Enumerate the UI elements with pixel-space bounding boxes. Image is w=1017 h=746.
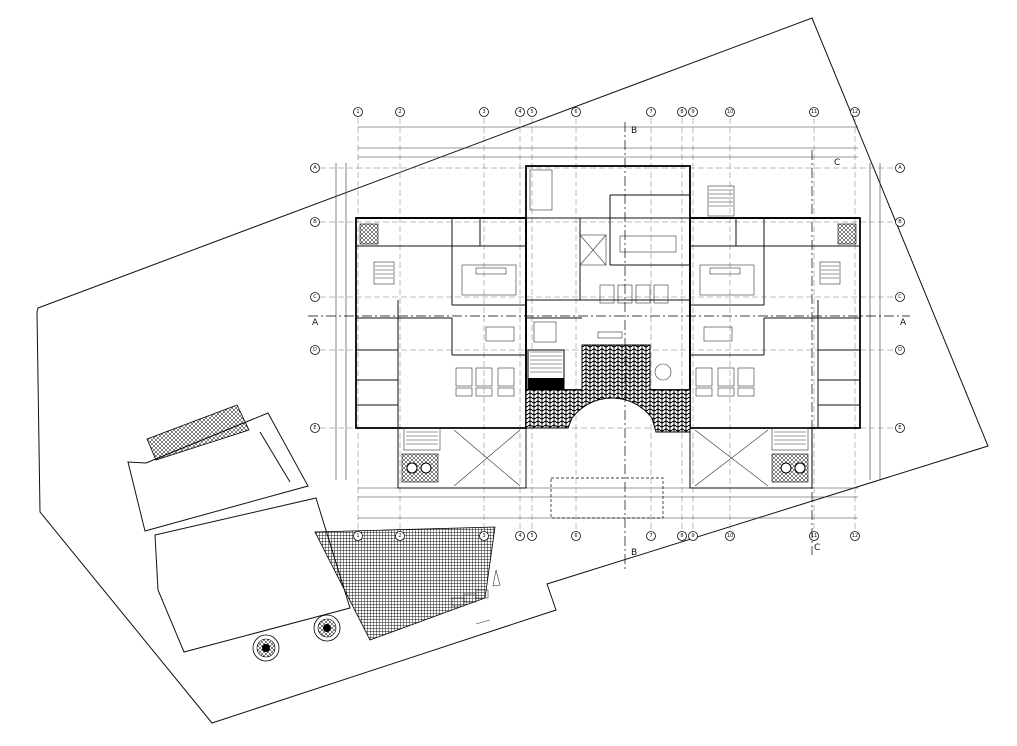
workstations-center xyxy=(597,284,672,381)
grid-row-right-label: D xyxy=(898,347,902,353)
grid-column-bottom-label: 7 xyxy=(649,533,652,539)
grid-column-bottom-bubble xyxy=(725,531,735,541)
grid-row-right-label: B xyxy=(898,219,902,225)
site-boundary xyxy=(36,17,989,724)
section-c-bottom-label: C xyxy=(814,543,820,553)
grid-row-left-bubble xyxy=(310,345,320,355)
grid-column-bottom-label: 2 xyxy=(398,533,401,539)
grid-column-bottom-bubble xyxy=(571,531,581,541)
grid-column-bottom-label: 11 xyxy=(811,533,817,539)
grid-column-top-label: 7 xyxy=(649,109,652,115)
grid-column-top-bubble xyxy=(725,107,735,117)
grid-column-top-bubble xyxy=(395,107,405,117)
grid-column-top-label: 6 xyxy=(574,109,577,115)
interior-walls-center xyxy=(526,169,735,343)
section-line-c: C C xyxy=(811,150,840,555)
grid-row-left-label: C xyxy=(313,294,317,300)
grid-column-top-label: 12 xyxy=(852,109,858,115)
interior-walls-right xyxy=(690,218,860,428)
grid-column-bottom-bubble xyxy=(688,531,698,541)
stairs-bottom-left xyxy=(401,427,441,483)
stairs-bottom-right xyxy=(771,427,809,483)
workstations-left xyxy=(455,326,515,397)
grid-column-bottom-label: 3 xyxy=(482,533,485,539)
grid-row-right-bubble xyxy=(895,292,905,302)
grid-column-top-label: 3 xyxy=(482,109,485,115)
grid-row-right-bubble xyxy=(895,163,905,173)
section-b-bottom-label: B xyxy=(631,548,637,558)
grid-column-bottom-bubble xyxy=(646,531,656,541)
grid-column-bottom-label: 1 xyxy=(356,533,359,539)
grid-column-bottom-bubble xyxy=(515,531,525,541)
grid-row-left-label: D xyxy=(313,347,317,353)
grid-column-top-bubble xyxy=(353,107,363,117)
tree-left xyxy=(252,634,280,662)
grid-rows: A A B B C C D D E E xyxy=(310,163,905,433)
grid-row-right-label: A xyxy=(898,165,902,171)
grid-row-left-bubble xyxy=(310,423,320,433)
grid-row-right-label: E xyxy=(898,425,901,431)
section-a-right-label: A xyxy=(900,318,907,328)
workstations-right xyxy=(695,326,755,397)
entrance-plaza xyxy=(525,344,691,519)
grid-row-right-bubble xyxy=(895,217,905,227)
grid-column-top-label: 4 xyxy=(518,109,521,115)
grid-column-top-label: 10 xyxy=(727,109,733,115)
grid-column-top-bubble xyxy=(479,107,489,117)
grid-column-bottom-label: 8 xyxy=(680,533,683,539)
grid-column-bottom-bubble xyxy=(527,531,537,541)
grid-column-bottom-bubble xyxy=(353,531,363,541)
section-line-a: A A xyxy=(308,315,910,328)
grid-column-bottom-label: 5 xyxy=(530,533,533,539)
grid-row-left-bubble xyxy=(310,217,320,227)
grid-column-top-bubble xyxy=(515,107,525,117)
grid-column-bottom-label: 4 xyxy=(518,533,521,539)
section-c-top-label: C xyxy=(834,158,840,168)
grid-column-bottom-bubble xyxy=(850,531,860,541)
grid-row-left-label: E xyxy=(313,425,316,431)
grid-row-right-bubble xyxy=(895,423,905,433)
grid-column-top-bubble xyxy=(850,107,860,117)
grid-column-bottom-label: 10 xyxy=(727,533,733,539)
tree-right xyxy=(313,614,341,642)
grid-column-top-label: 2 xyxy=(398,109,401,115)
grid-column-bottom-bubble xyxy=(395,531,405,541)
grid-column-top-label: 5 xyxy=(530,109,533,115)
grid-row-left-label: A xyxy=(313,165,317,171)
grid-column-top-bubble xyxy=(571,107,581,117)
hatched-roof-large xyxy=(314,526,501,641)
grid-column-bottom-bubble xyxy=(677,531,687,541)
interior-walls-left xyxy=(356,218,526,428)
hatched-roof-small xyxy=(146,404,250,461)
grid-column-top-bubble xyxy=(688,107,698,117)
grid-row-left-bubble xyxy=(310,292,320,302)
section-b-top-label: B xyxy=(631,126,637,136)
grid-column-top-label: 8 xyxy=(680,109,683,115)
section-a-left-label: A xyxy=(312,318,319,328)
grid-row-left-bubble xyxy=(310,163,320,173)
grid-column-bottom-label: 9 xyxy=(691,533,694,539)
section-line-b: B B xyxy=(624,122,637,570)
grid-row-right-bubble xyxy=(895,345,905,355)
grid-row-left-label: B xyxy=(313,219,317,225)
grid-column-bottom-label: 6 xyxy=(574,533,577,539)
grid-column-top-bubble xyxy=(646,107,656,117)
grid-column-bottom-label: 12 xyxy=(852,533,858,539)
grid-column-top-bubble xyxy=(809,107,819,117)
grid-column-top-label: 9 xyxy=(691,109,694,115)
grid-column-top-bubble xyxy=(527,107,537,117)
grid-column-bottom-bubble xyxy=(479,531,489,541)
grid-column-top-label: 11 xyxy=(811,109,817,115)
grid-column-top-bubble xyxy=(677,107,687,117)
grid-column-top-label: 1 xyxy=(356,109,359,115)
grid-row-right-label: C xyxy=(898,294,902,300)
